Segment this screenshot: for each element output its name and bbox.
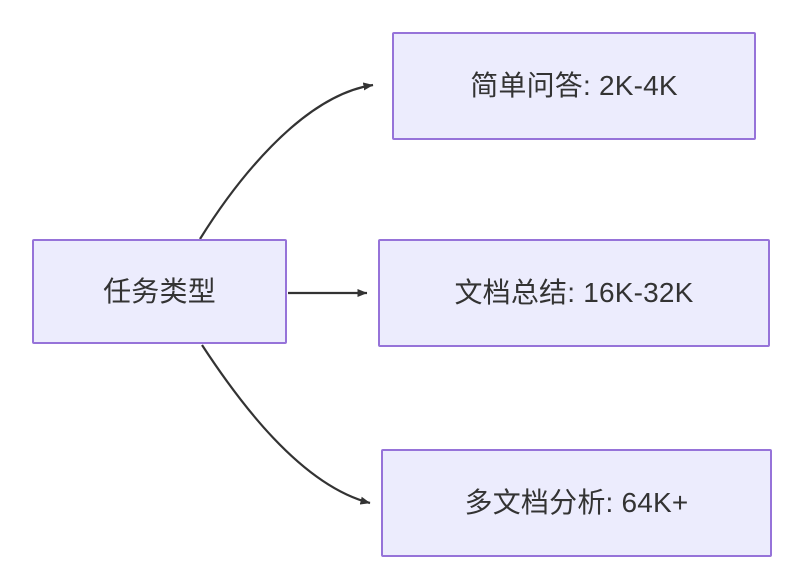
- node-label: 文档总结: 16K-32K: [454, 277, 694, 309]
- node-simple-qa[interactable]: 简单问答: 2K-4K: [392, 32, 756, 140]
- node-task-type[interactable]: 任务类型: [32, 239, 287, 344]
- node-label: 简单问答: 2K-4K: [470, 70, 678, 102]
- node-label: 任务类型: [103, 275, 216, 307]
- node-doc-summary[interactable]: 文档总结: 16K-32K: [378, 239, 770, 347]
- edge-root-to-simple-qa: [199, 82, 374, 240]
- node-multi-doc[interactable]: 多文档分析: 64K+: [381, 449, 772, 557]
- edge-root-to-multi-doc: [201, 344, 371, 505]
- node-label: 多文档分析: 64K+: [464, 487, 689, 519]
